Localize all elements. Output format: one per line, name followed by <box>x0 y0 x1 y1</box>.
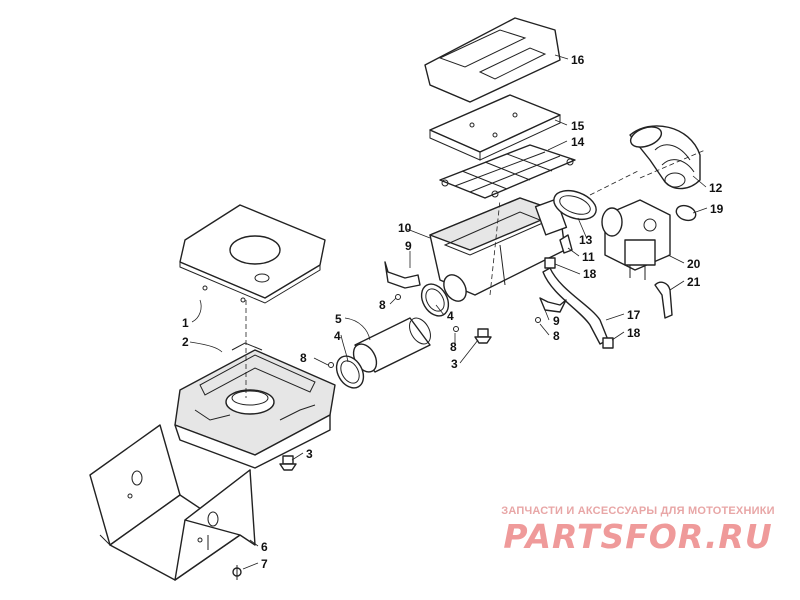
part-bracket-left <box>384 261 421 289</box>
part-drain-tube <box>654 281 673 319</box>
callout-13: 13 <box>579 233 593 247</box>
part-screw-upper <box>474 328 492 344</box>
callout-9-left: 9 <box>405 239 412 253</box>
watermark-logo: PARTSFOR.RU <box>503 517 773 556</box>
callout-18-lower: 18 <box>627 326 641 340</box>
part-breather-hose <box>542 267 609 345</box>
callout-8-b: 8 <box>379 298 386 312</box>
part-bolt <box>232 565 242 580</box>
callout-6: 6 <box>261 540 268 554</box>
callout-4-right: 4 <box>447 309 454 323</box>
callout-2: 2 <box>182 335 189 349</box>
part-airbox <box>429 197 568 302</box>
callout-14: 14 <box>571 135 585 149</box>
part-clamp-18-upper <box>544 257 556 269</box>
part-fastener-8a <box>395 294 401 300</box>
part-intake-tube <box>352 317 431 373</box>
part-fastener-8b <box>453 326 459 332</box>
callout-4-left: 4 <box>334 329 341 343</box>
callout-12: 12 <box>709 181 723 195</box>
part-fastener-8d <box>535 317 541 323</box>
callout-9-right: 9 <box>553 314 560 328</box>
callout-19: 19 <box>710 202 724 216</box>
callout-8-c: 8 <box>450 340 457 354</box>
callout-21: 21 <box>687 275 701 289</box>
callout-8-a: 8 <box>300 351 307 365</box>
part-fastener-8c <box>328 362 334 368</box>
callout-7: 7 <box>261 557 268 571</box>
part-filter-element <box>429 94 561 161</box>
watermark-caption: ЗАПЧАСТИ И АКСЕССУАРЫ ДЛЯ МОТОТЕХНИКИ <box>501 505 775 517</box>
callout-5: 5 <box>335 312 342 326</box>
part-clamp-left <box>335 355 365 389</box>
part-bracket-right <box>539 297 567 313</box>
watermark: ЗАПЧАСТИ И АКСЕССУАРЫ ДЛЯ МОТОТЕХНИКИ PA… <box>488 505 788 557</box>
leader-lines <box>189 54 708 570</box>
part-intake-boot <box>629 125 701 190</box>
part-screw-lower <box>279 455 297 471</box>
callout-15: 15 <box>571 119 585 133</box>
callout-16: 16 <box>571 53 585 67</box>
callout-3-upper: 3 <box>451 357 458 371</box>
callout-3-lower: 3 <box>306 447 313 461</box>
callout-1: 1 <box>182 316 189 330</box>
callout-10: 10 <box>398 221 412 235</box>
callout-17: 17 <box>627 308 641 322</box>
part-mounting-bracket <box>89 424 256 581</box>
part-carburetor <box>601 199 671 280</box>
part-airbox-tray <box>174 342 336 469</box>
callout-8-d: 8 <box>553 329 560 343</box>
callout-18-upper: 18 <box>583 267 597 281</box>
part-hose-clamp <box>553 189 597 221</box>
part-clamp-18-lower <box>602 337 614 349</box>
part-small-clamp <box>675 204 697 222</box>
callout-labels: 1 2 3 3 4 4 5 6 7 8 8 8 8 9 9 10 11 12 1… <box>182 53 724 571</box>
callout-20: 20 <box>687 257 701 271</box>
part-airbox-cover <box>424 17 561 103</box>
part-filter-cage <box>439 144 576 199</box>
callout-11: 11 <box>582 250 595 264</box>
part-gasket-plate <box>179 204 326 304</box>
